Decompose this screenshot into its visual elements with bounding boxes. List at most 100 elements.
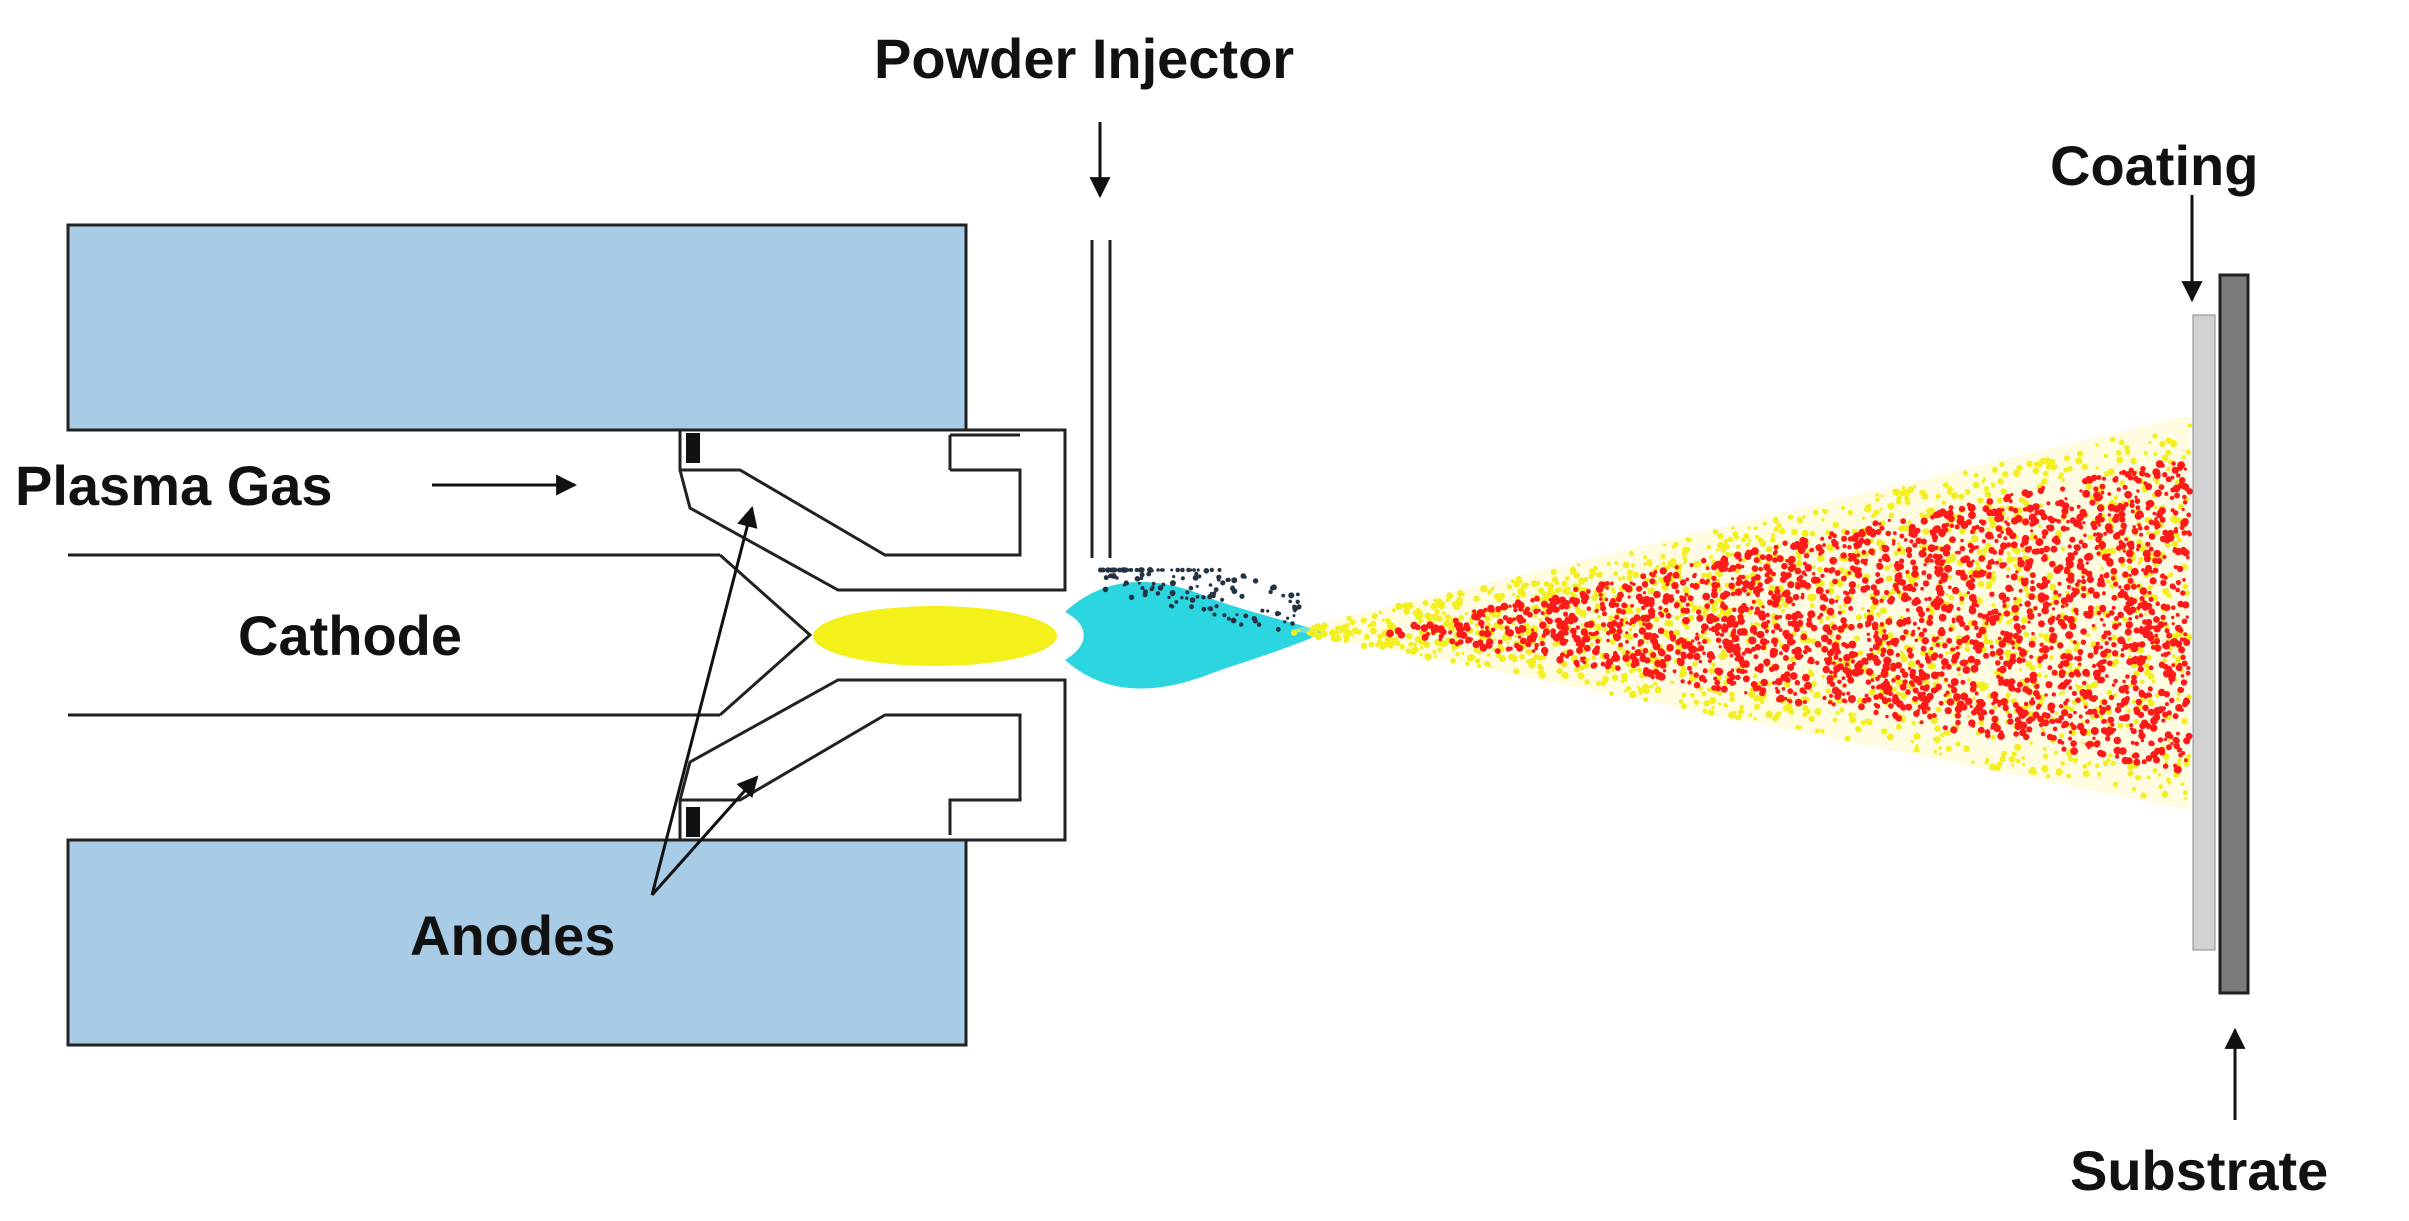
powder-particle (1288, 599, 1292, 604)
spray-particle-cool (1436, 615, 1443, 622)
spray-particle-hot (1615, 665, 1621, 671)
spray-particle-hot (1864, 693, 1869, 698)
spray-particle-hot (1897, 548, 1901, 552)
powder-particle (1281, 593, 1286, 598)
spray-particle-cool (1814, 691, 1821, 699)
spray-particle-hot (1464, 625, 1471, 632)
spray-particle-hot (1650, 675, 1655, 680)
spray-particle-cool (2038, 632, 2044, 638)
spray-particle-hot (2083, 610, 2090, 617)
spray-particle-hot (2068, 671, 2075, 678)
spray-particle-hot (1771, 629, 1776, 634)
spray-particle-cool (1722, 542, 1730, 551)
spray-particle-hot (1812, 572, 1816, 576)
spray-particle-hot (1591, 662, 1598, 668)
spray-particle-hot (1736, 628, 1745, 636)
spray-particle-hot (1438, 633, 1444, 639)
spray-particle-hot (2160, 463, 2165, 468)
spray-particle-cool (1469, 654, 1475, 661)
spray-particle-hot (1823, 567, 1829, 573)
spray-particle-cool (1371, 613, 1378, 620)
spray-particle-hot (2016, 657, 2023, 664)
spray-particle-hot (2125, 690, 2130, 695)
spray-particle-hot (2080, 628, 2087, 635)
spray-particle-cool (2087, 534, 2094, 541)
spray-particle-cool (2183, 790, 2188, 796)
spray-particle-hot (2118, 622, 2122, 626)
spray-particle-cool (1564, 576, 1570, 581)
spray-particle-cool (1735, 544, 1741, 550)
spray-particle-cool (2126, 637, 2132, 642)
spray-particle-hot (2029, 585, 2036, 592)
spray-particle-cool (1907, 486, 1915, 494)
spray-particle-hot (2114, 754, 2120, 759)
spray-particle-hot (2098, 517, 2103, 522)
spray-particle-hot (1939, 528, 1946, 534)
spray-particle-hot (2008, 684, 2015, 692)
spray-particle-hot (2122, 643, 2130, 650)
spray-particle-hot (1876, 579, 1881, 584)
spray-particle-hot (1864, 660, 1869, 665)
spray-particle-hot (1757, 610, 1765, 618)
spray-particle-hot (2037, 656, 2044, 662)
spray-particle-hot (2061, 507, 2069, 515)
spray-particle-hot (1872, 622, 1878, 629)
spray-particle-hot (1986, 564, 1992, 570)
spray-particle-hot (1689, 562, 1694, 568)
spray-particle-hot (2111, 605, 2116, 610)
spray-particle-cool (1997, 478, 2004, 485)
spray-particle-cool (1608, 615, 1615, 622)
powder-particle (1209, 591, 1213, 595)
spray-particle-hot (1783, 696, 1788, 701)
spray-particle-cool (1821, 518, 1825, 522)
spray-particle-cool (1895, 723, 1902, 730)
spray-particle-hot (1775, 677, 1783, 686)
spray-particle-hot (1877, 638, 1883, 644)
spray-particle-hot (2134, 708, 2141, 716)
spray-particle-cool (1310, 633, 1315, 638)
spray-particle-cool (1395, 602, 1403, 611)
spray-particle-cool (2055, 768, 2063, 776)
spray-particle-cool (1806, 549, 1811, 555)
spray-particle-cool (2059, 691, 2063, 696)
spray-particle-cool (2105, 548, 2113, 556)
spray-particle-hot (1926, 575, 1931, 580)
spray-particle-cool (1394, 636, 1399, 641)
spray-particle-hot (2137, 655, 2146, 664)
spray-particle-cool (1737, 713, 1742, 719)
spray-particle-cool (1664, 620, 1671, 627)
spray-particle-hot (1843, 654, 1851, 662)
spray-particle-hot (1920, 586, 1924, 591)
powder-particle (1102, 586, 1109, 593)
spray-particle-hot (1888, 703, 1894, 709)
spray-particle-cool (2115, 449, 2122, 456)
powder-particle (1260, 608, 1265, 613)
spray-particle-hot (2027, 620, 2031, 624)
spray-particle-hot (1608, 600, 1617, 609)
spray-particle-cool (1540, 667, 1544, 671)
spray-particle-hot (2173, 763, 2178, 768)
spray-particle-hot (1742, 675, 1750, 683)
spray-particle-hot (1539, 640, 1545, 647)
spray-particle-cool (1816, 566, 1823, 573)
spray-particle-hot (1625, 621, 1629, 625)
spray-particle-hot (1915, 537, 1922, 544)
spray-particle-hot (2148, 519, 2155, 525)
spray-particle-cool (2032, 636, 2037, 641)
powder-particle (1296, 604, 1302, 610)
spray-particle-hot (2008, 499, 2013, 504)
spray-particle-hot (1465, 638, 1470, 644)
spray-particle-hot (2101, 699, 2108, 706)
spray-particle-hot (2135, 477, 2142, 484)
spray-particle-hot (2071, 690, 2077, 697)
spray-particle-cool (1322, 625, 1327, 630)
spray-particle-cool (2184, 797, 2188, 801)
spray-particle-cool (1795, 560, 1803, 567)
spray-particle-hot (1685, 577, 1690, 582)
spray-particle-hot (2147, 686, 2153, 692)
spray-particle-hot (1942, 549, 1951, 557)
spray-particle-hot (1800, 654, 1804, 658)
spray-particle-hot (1941, 658, 1949, 666)
spray-particle-hot (2085, 742, 2090, 747)
spray-particle-hot (1720, 601, 1725, 606)
